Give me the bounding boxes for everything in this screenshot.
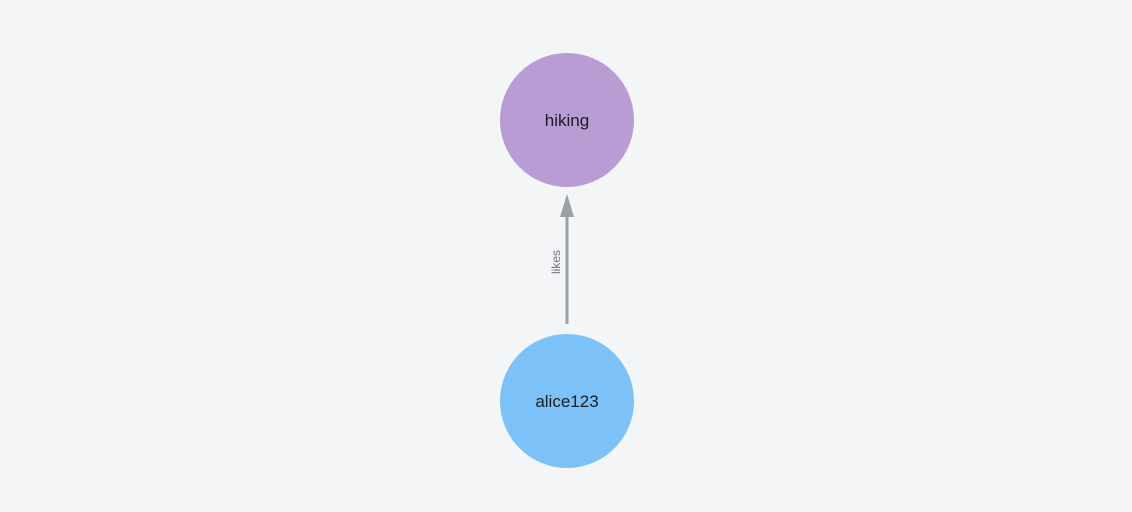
edge-label: likes bbox=[549, 250, 563, 274]
node-hiking-label: hiking bbox=[544, 110, 590, 130]
node-alice123[interactable]: alice123 bbox=[500, 334, 634, 468]
edge-arrowhead-icon bbox=[560, 194, 574, 217]
node-hiking[interactable]: hiking bbox=[500, 53, 634, 187]
node-alice123-label: alice123 bbox=[535, 391, 599, 411]
edge-likes[interactable]: likes bbox=[549, 194, 574, 324]
